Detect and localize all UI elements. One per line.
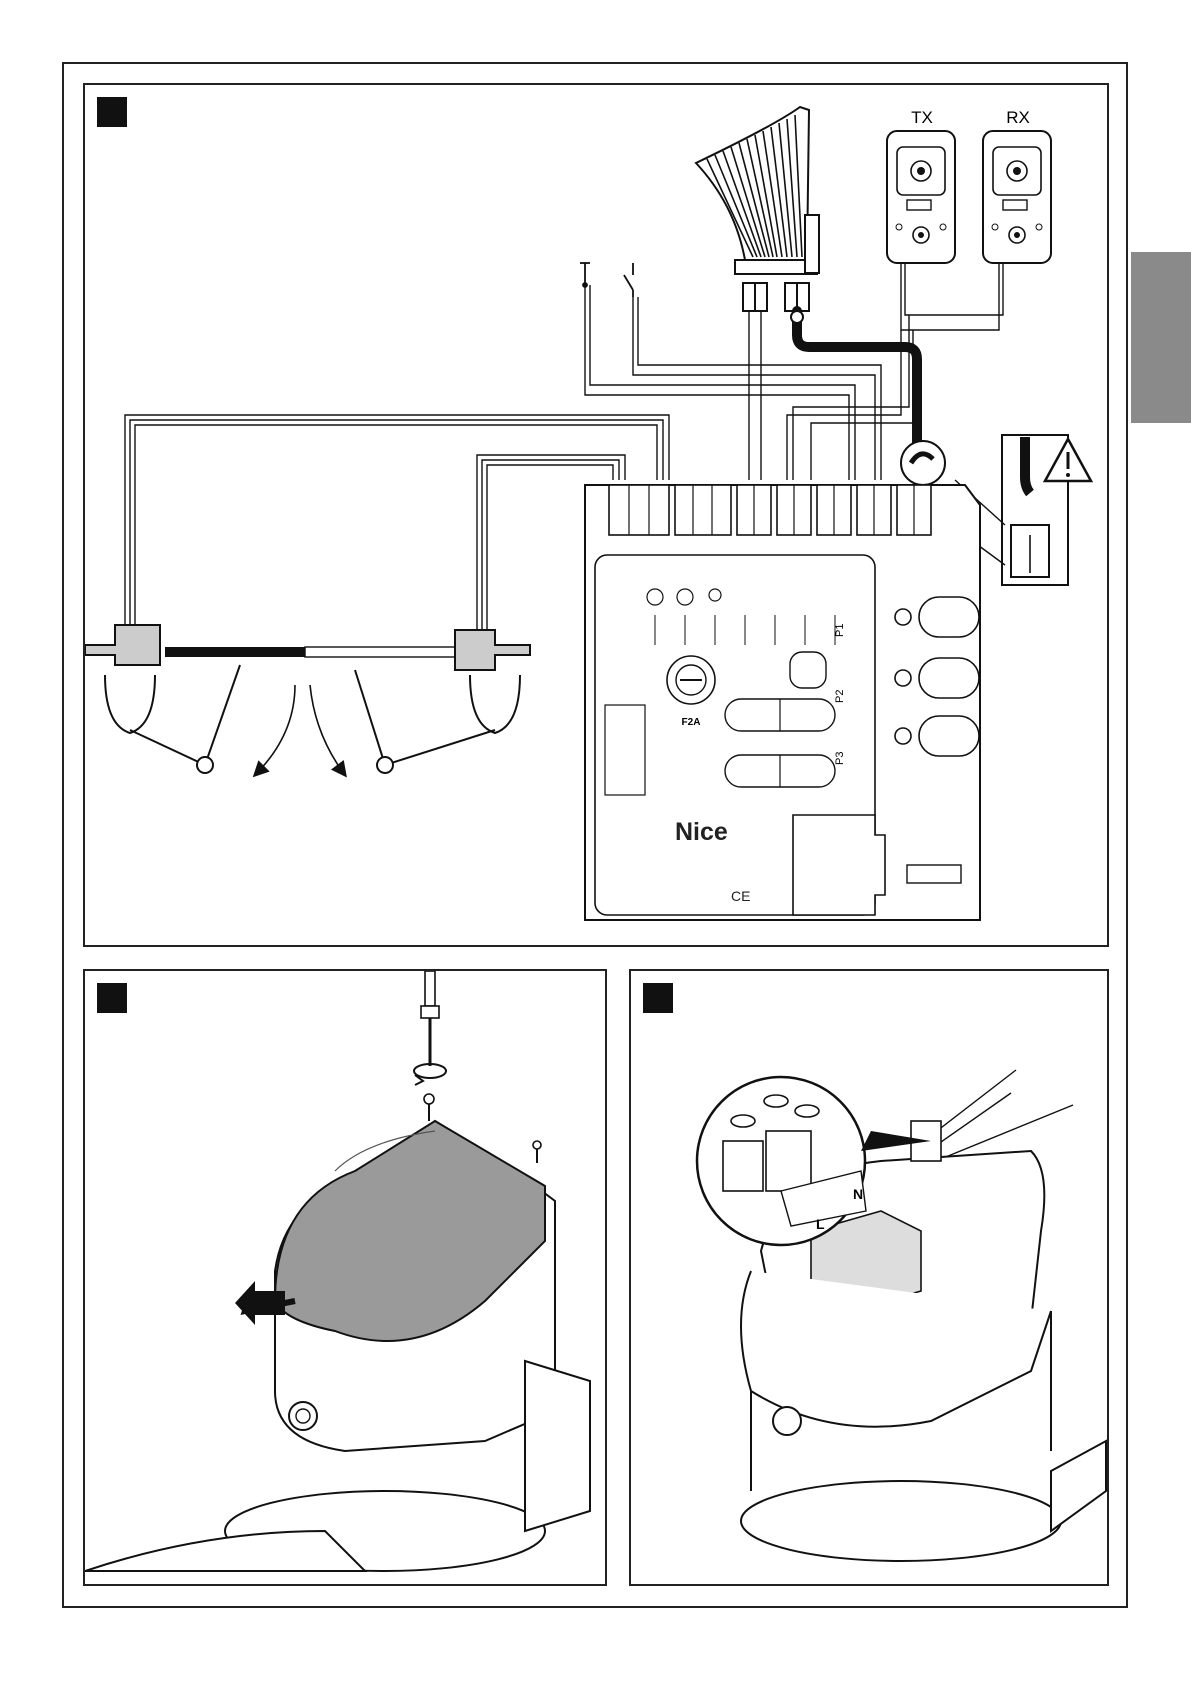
terminal-n-label: N <box>853 1186 863 1202</box>
warning-callout <box>1002 435 1091 585</box>
gate-motors <box>85 625 530 775</box>
flashing-light-icon <box>696 107 819 311</box>
p1-label: P1 <box>834 624 846 637</box>
rx-label: RX <box>1006 108 1030 127</box>
terminal-zoom: L N <box>697 1077 866 1245</box>
tx-label: TX <box>911 108 933 127</box>
switch-contacts <box>580 263 633 297</box>
fuse-label: F2A <box>682 717 701 728</box>
ce-label: CE <box>731 888 750 904</box>
p3-label: P3 <box>834 752 846 765</box>
brand-label: Nice <box>675 818 728 846</box>
photocell-icon: RX <box>983 108 1051 263</box>
figure-cover-panel <box>83 969 607 1586</box>
terminal-l-label: L <box>816 1216 825 1232</box>
wiring-diagram: TX RX <box>85 85 1107 945</box>
terminal-blocks <box>609 485 931 535</box>
terminal-illustration: L N <box>631 971 1107 1584</box>
control-unit: P1 P2 P3 F2A <box>585 485 980 920</box>
figure-wiring-panel: TX RX <box>83 83 1109 947</box>
figure-terminal-panel: L N <box>629 969 1109 1586</box>
p2-label: P2 <box>834 690 846 703</box>
screwdriver-icon <box>414 971 446 1085</box>
cover-removal-illustration <box>85 971 605 1584</box>
photocell-icon: TX <box>887 108 955 263</box>
